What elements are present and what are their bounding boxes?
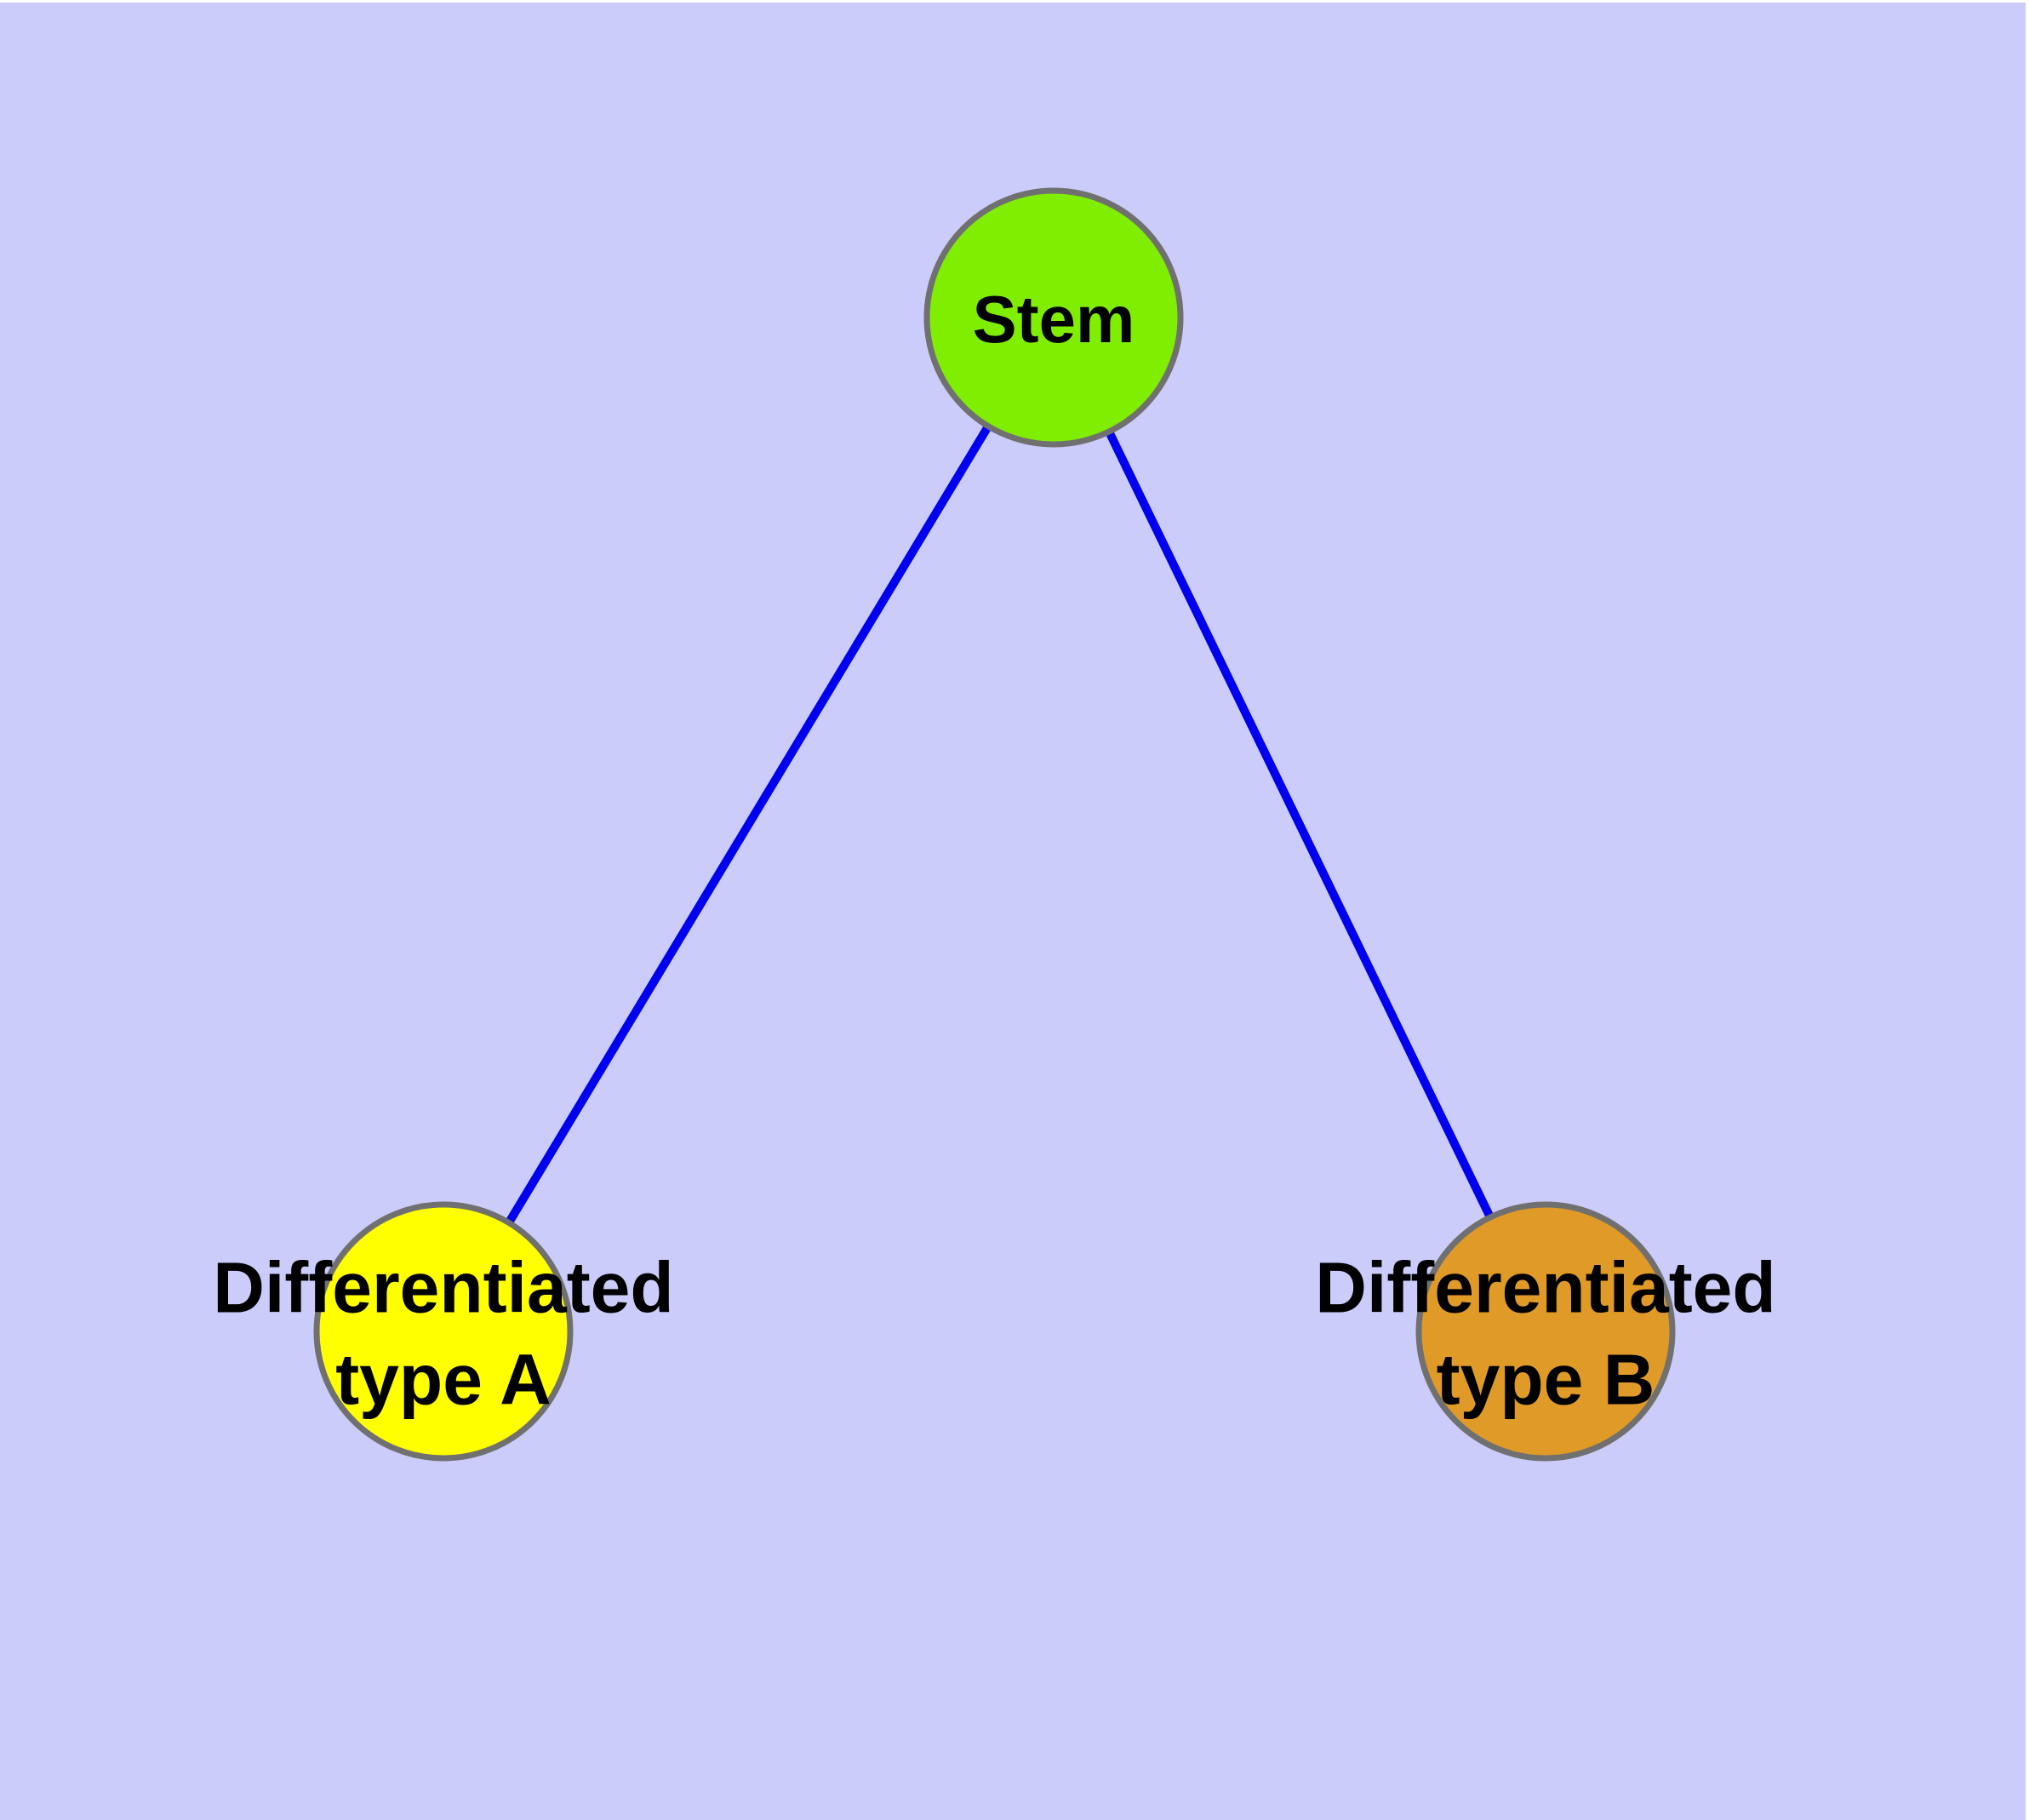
cell-differentiation-graph (313, 187, 1676, 1462)
node-layer (313, 187, 1676, 1462)
edge-stem-to-differentiated-type-b[interactable] (1049, 315, 1550, 1334)
node-differentiated-type-a[interactable] (313, 1201, 574, 1462)
diagram-plot-area: Stem Differentiated type A Differentiate… (0, 3, 2026, 1820)
edge-layer (439, 315, 1550, 1334)
node-stem[interactable] (923, 187, 1184, 448)
edge-stem-to-differentiated-type-a[interactable] (439, 315, 1058, 1334)
node-differentiated-type-b[interactable] (1415, 1201, 1676, 1462)
